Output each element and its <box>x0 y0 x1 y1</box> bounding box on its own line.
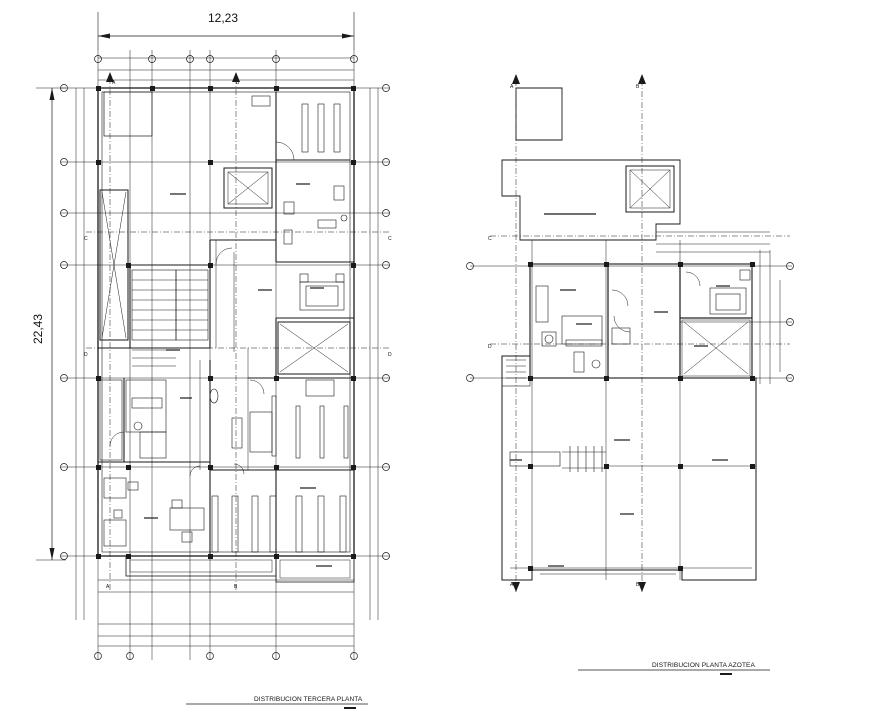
roof-room-furniture <box>535 269 751 373</box>
bottom-partial-dimensions <box>98 623 354 647</box>
left-axis-letter-a-bottom: A <box>106 584 110 590</box>
shelves-top <box>251 95 341 153</box>
right-section-lines <box>490 80 790 592</box>
vertical-axis-lines <box>97 50 355 660</box>
roof-rooms <box>529 263 753 379</box>
bathroom <box>99 379 219 461</box>
roof-stair <box>501 355 756 472</box>
roof-plan <box>106 72 794 592</box>
office-furniture <box>283 185 348 245</box>
right-dimensions <box>656 231 781 384</box>
height-dimension-label: 22,43 <box>31 314 45 344</box>
left-axis-letter-d-left: D <box>84 352 88 358</box>
bottom-balcony <box>125 555 355 583</box>
left-axis-letter-d-right: D <box>388 352 392 358</box>
roof-doors <box>611 271 701 333</box>
left-axis-letter-b-bottom: B <box>234 584 238 590</box>
shaft-center <box>277 321 351 375</box>
left-plan-title: DISTRIBUCION TERCERA PLANTA <box>254 696 363 703</box>
duct-top <box>223 167 273 209</box>
terrace <box>103 91 153 137</box>
left-axis-letter-c-left: C <box>84 236 88 242</box>
bottom-dimension-marks <box>98 579 354 593</box>
left-axis-letter-a-top: A <box>112 80 116 86</box>
left-axis-letter-b-top: B <box>236 80 240 86</box>
doors <box>109 141 295 477</box>
shelves-bottom <box>211 495 347 553</box>
roof-duct <box>625 165 675 213</box>
lower-roof-slab <box>501 355 757 581</box>
right-axis-letter-c: C <box>488 236 492 242</box>
left-axis-letter-c-right: C <box>388 236 392 242</box>
top-partial-dimensions <box>98 57 354 81</box>
interior-partitions <box>98 92 354 557</box>
shelves-middle <box>231 379 349 459</box>
bottom-office <box>103 477 205 547</box>
corridor <box>199 240 249 470</box>
top-axis-bubbles <box>94 55 358 63</box>
right-axis-letter-b-bottom: B <box>636 582 640 588</box>
section-lines <box>86 78 390 590</box>
height-dimension <box>36 87 66 561</box>
room-label-marks <box>144 183 332 567</box>
right-axis-letter-a-top: A <box>510 84 514 90</box>
roof-label-marks <box>510 213 730 567</box>
right-axis-lines <box>470 240 792 580</box>
width-dimension-label: 12,23 <box>208 11 238 25</box>
side-partial-dimensions <box>75 88 379 620</box>
roof-axis-bubbles <box>466 262 794 382</box>
left-axis-bubbles <box>60 84 68 560</box>
right-axis-letter-b-top: B <box>636 84 640 90</box>
third-floor-plan <box>36 12 390 660</box>
columns <box>96 86 356 559</box>
right-axis-bubbles <box>382 84 390 560</box>
roof-outline <box>501 87 681 241</box>
roof-columns <box>528 262 755 571</box>
bedroom <box>299 273 345 311</box>
right-axis-letter-d: D <box>488 344 492 350</box>
section-arrows <box>106 72 646 592</box>
bottom-axis-bubbles <box>94 652 358 660</box>
right-plan-title: DISTRIBUCION PLANTA AZOTEA <box>652 662 755 669</box>
staircase <box>131 269 209 367</box>
left-title-block <box>186 703 368 709</box>
right-axis-letter-a-bottom: A <box>510 582 514 588</box>
right-title-block <box>578 669 770 675</box>
width-dimension <box>97 12 355 50</box>
